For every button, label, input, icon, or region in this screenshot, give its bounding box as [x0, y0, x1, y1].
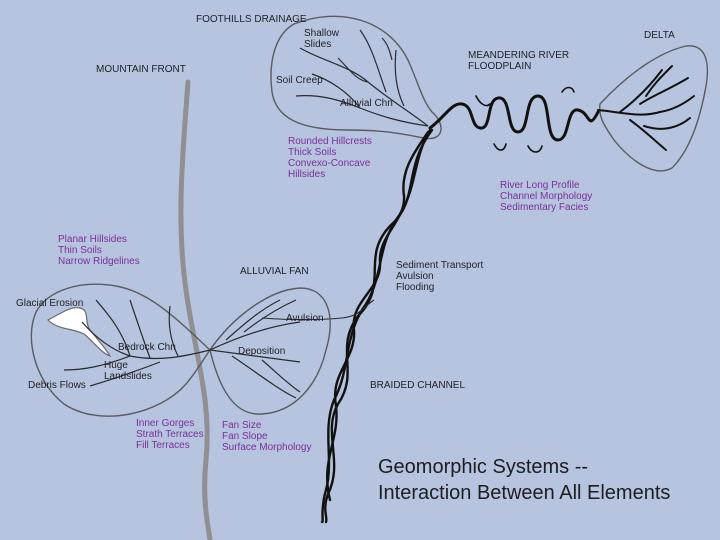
planar-item: Narrow Ridgelines — [58, 256, 140, 267]
fan-item: Fan Size — [222, 420, 262, 431]
fan-process-list: Fan Size Fan Slope Surface Morphology — [222, 420, 312, 453]
sediment-item: Avulsion — [396, 271, 434, 282]
delta-outline — [599, 45, 709, 172]
river-profile-item: River Long Profile — [500, 180, 580, 191]
meandering-river — [428, 94, 600, 142]
fan-distributaries — [209, 299, 301, 399]
mountain-front-label: MOUNTAIN FRONT — [96, 64, 186, 75]
river-profile-item: Sedimentary Facies — [500, 202, 589, 213]
hillcrests-item: Rounded Hillcrests — [288, 136, 372, 147]
debris-flows-label: Debris Flows — [28, 380, 86, 391]
avulsion-label: Avulsion — [286, 313, 324, 324]
huge-landslides-label: Huge Landslides — [104, 360, 152, 382]
gorges-item: Fill Terraces — [136, 440, 190, 451]
sediment-process-list: Sediment Transport Avulsion Flooding — [396, 260, 483, 293]
river-profile-item: Channel Morphology — [500, 191, 593, 202]
river-meander-scars — [475, 86, 575, 153]
braided-channel-label: BRAIDED CHANNEL — [370, 380, 466, 391]
hillcrests-process-list: Rounded Hillcrests Thick Soils Convexo-C… — [288, 136, 372, 180]
hillcrests-item: Convexo-Concave — [288, 158, 371, 169]
planar-item: Thin Soils — [58, 245, 102, 256]
deposition-label: Deposition — [238, 346, 286, 357]
fan-item: Fan Slope — [222, 431, 268, 442]
fan-item: Surface Morphology — [222, 442, 312, 453]
alluvial-fan-label: ALLUVIAL FAN — [240, 266, 309, 277]
hillcrests-item: Thick Soils — [288, 147, 337, 158]
glacial-erosion-label: Glacial Erosion — [16, 298, 84, 309]
glacial-cirque — [46, 307, 112, 358]
gorges-item: Strath Terraces — [136, 429, 204, 440]
sediment-item: Sediment Transport — [396, 260, 484, 271]
foothills-tributaries — [295, 29, 429, 127]
alluvial-chn-label: Alluvial Chn — [340, 98, 393, 109]
delta-label: DELTA — [644, 30, 675, 41]
shallow-slides-label: Shallow Slides — [304, 28, 340, 50]
alluvial-fan-outline — [209, 287, 331, 415]
mountain-basin-outline — [30, 283, 211, 417]
title-line-2: Interaction Between All Elements — [378, 482, 671, 504]
sediment-item: Flooding — [396, 282, 435, 293]
bedrock-chn-label: Bedrock Chn — [118, 342, 176, 353]
meandering-river-label: MEANDERING RIVER FLOODPLAIN — [468, 50, 570, 72]
planar-process-list: Planar Hillsides Thin Soils Narrow Ridge… — [58, 234, 140, 267]
braided-channel — [320, 128, 434, 524]
delta-distributaries — [597, 65, 695, 151]
mountain-tributaries — [63, 299, 211, 387]
hillcrests-item: Hillsides — [288, 169, 326, 180]
gorges-item: Inner Gorges — [136, 418, 195, 429]
gorges-process-list: Inner Gorges Strath Terraces Fill Terrac… — [136, 418, 204, 451]
label-connectors — [261, 299, 375, 321]
soil-creep-label: Soil Creep — [276, 75, 323, 86]
foothills-drainage-label: FOOTHILLS DRAINAGE — [196, 14, 307, 25]
title-line-1: Geomorphic Systems -- — [378, 456, 589, 478]
mountain-front-line — [178, 79, 213, 540]
river-profile-process-list: River Long Profile Channel Morphology Se… — [500, 180, 592, 213]
planar-item: Planar Hillsides — [58, 234, 127, 245]
diagram-title: Geomorphic Systems -- Interaction Betwee… — [378, 454, 670, 506]
